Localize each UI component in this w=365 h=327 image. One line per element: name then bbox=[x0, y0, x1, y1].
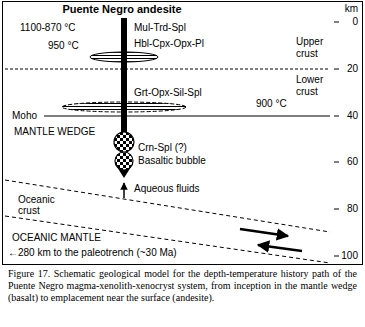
depth-value: 0 bbox=[352, 16, 358, 28]
tick bbox=[334, 69, 339, 70]
process-label: Basaltic bubble bbox=[138, 155, 206, 167]
region-name: OCEANIC MANTLE bbox=[12, 232, 101, 244]
depth-ticks bbox=[334, 22, 339, 256]
axis-unit: km bbox=[345, 3, 358, 15]
xenolith-zone bbox=[62, 102, 186, 112]
tick bbox=[334, 209, 339, 210]
moho-line bbox=[44, 115, 330, 116]
temperature-label: 900 °C bbox=[256, 98, 287, 110]
slab-motion-arrow bbox=[258, 245, 302, 251]
mineral-assemblage: Grt-Opx-Sil-Spl bbox=[134, 87, 202, 99]
temperature-label: 950 °C bbox=[48, 40, 79, 52]
mineral-assemblage: Hbl-Cpx-Opx-Pl bbox=[134, 38, 204, 50]
slab-base bbox=[5, 216, 330, 263]
depth-value: 80 bbox=[347, 203, 358, 215]
slab-motion-arrow bbox=[240, 229, 288, 236]
layer-name: Oceanic crust bbox=[18, 194, 64, 216]
crust-boundary bbox=[5, 69, 330, 70]
depth-value: 40 bbox=[347, 110, 358, 122]
basaltic-bubble bbox=[115, 152, 133, 170]
mineral-assemblage: Mul-Trd-Spl bbox=[134, 22, 186, 34]
depth-value: 20 bbox=[347, 63, 358, 75]
fluid-arrow bbox=[123, 183, 125, 198]
layer-name: Lower crust bbox=[296, 74, 332, 98]
magma-conduit bbox=[121, 18, 127, 134]
tick bbox=[334, 22, 339, 23]
basaltic-bubble bbox=[114, 132, 134, 152]
distance-note: ←280 km to the paleotrench (~30 Ma) bbox=[8, 247, 177, 259]
layer-name: Upper crust bbox=[296, 36, 332, 60]
figure-caption: Figure 17. Schematic geological model fo… bbox=[8, 268, 357, 304]
slab-top bbox=[5, 180, 330, 232]
process-label: Aqueous fluids bbox=[134, 183, 200, 195]
frame bbox=[3, 2, 363, 265]
magma-conduit bbox=[121, 52, 127, 62]
diagram-title: Puente Negro andesite bbox=[62, 3, 181, 15]
xenolith-zone bbox=[90, 52, 158, 62]
depth-value: 100 bbox=[341, 250, 358, 262]
temperature-label: 1100-870 °C bbox=[20, 22, 76, 34]
mineral-assemblage: Crn-Spl (?) bbox=[138, 142, 187, 154]
tick bbox=[334, 256, 339, 257]
tick bbox=[334, 116, 339, 117]
depth-value: 60 bbox=[347, 156, 358, 168]
tick bbox=[334, 162, 339, 163]
region-name: MANTLE WEDGE bbox=[14, 126, 95, 138]
boundary-name: Moho bbox=[12, 110, 37, 122]
magma-conduit bbox=[121, 102, 127, 112]
